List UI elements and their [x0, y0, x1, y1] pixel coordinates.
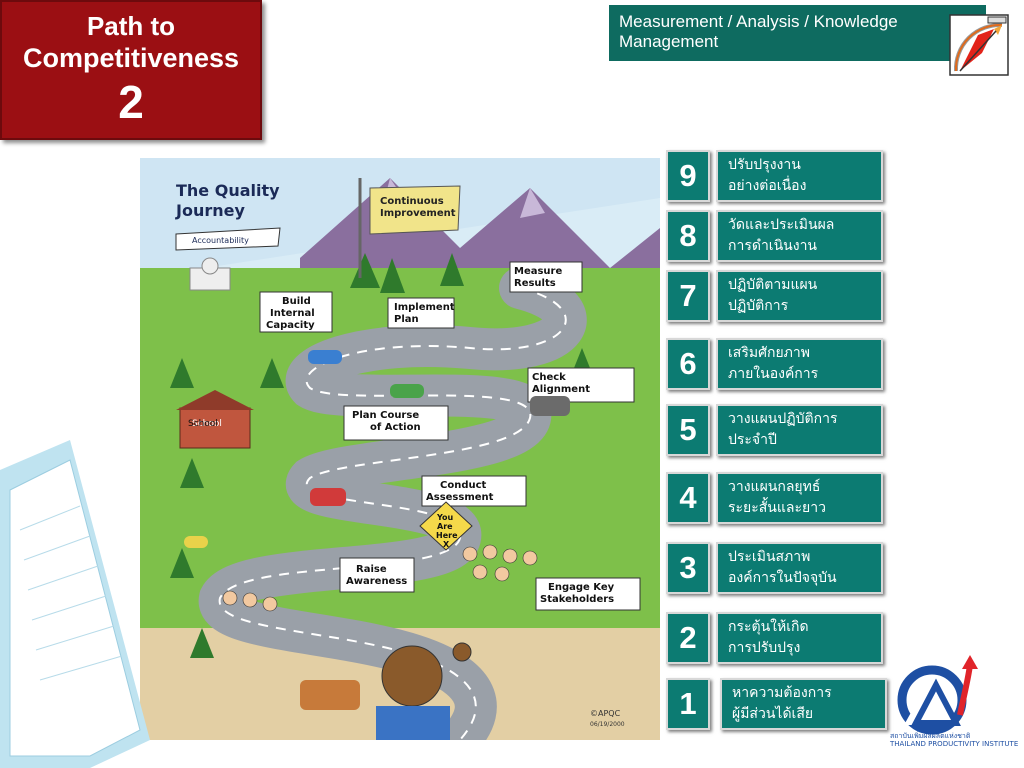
step-label: วางแผนปฏิบัติการประจำปี: [716, 404, 883, 456]
svg-text:Engage Key: Engage Key: [548, 582, 615, 593]
svg-text:Assessment: Assessment: [426, 492, 494, 503]
step-label-line-1: วัดและประเมินผล: [728, 217, 835, 233]
svg-text:Continuous: Continuous: [380, 196, 444, 207]
svg-text:Here: Here: [436, 531, 458, 540]
step-label-line-2: องค์การในปัจจุบัน: [728, 570, 837, 586]
step-label: หาความต้องการผู้มีส่วนได้เสีย: [720, 678, 887, 730]
title-number: 2: [118, 76, 144, 128]
step-number: 5: [666, 404, 710, 456]
step-label: กระตุ้นให้เกิดการปรับปรุง: [716, 612, 883, 664]
step-label-line-2: ระยะสั้นและยาว: [728, 500, 826, 516]
step-number: 2: [666, 612, 710, 664]
svg-text:Stakeholders: Stakeholders: [540, 594, 614, 605]
svg-text:Conduct: Conduct: [440, 480, 487, 491]
step-label-line-2: การดำเนินงาน: [728, 238, 818, 254]
step-label-line-2: ภายในองค์การ: [728, 366, 819, 382]
svg-text:Measure: Measure: [514, 266, 562, 277]
step-label-line-2: ประจำปี: [728, 432, 777, 448]
thailand-productivity-institute-logo: [897, 655, 978, 735]
svg-text:Build: Build: [282, 296, 311, 307]
notebook-decoration: [0, 440, 150, 768]
step-number: 8: [666, 210, 710, 262]
step-label-line-1: ปฏิบัติตามแผน: [728, 277, 818, 293]
title-line-1: Path to: [86, 11, 176, 41]
svg-text:Improvement: Improvement: [380, 208, 456, 219]
step-number: 3: [666, 542, 710, 594]
slide-title: Path to Competitiveness 2: [0, 0, 262, 140]
step-label: วางแผนกลยุทธ์ระยะสั้นและยาว: [716, 472, 883, 524]
step-label-line-2: ปฏิบัติการ: [728, 298, 789, 314]
step-label-line-2: ผู้มีส่วนได้เสีย: [732, 706, 814, 722]
title-line-2: Competitiveness: [22, 43, 240, 73]
svg-text:School: School: [192, 419, 222, 429]
logo-caption-thai: สถาบันเพิ่มผลผลิตแห่งชาติ: [890, 732, 971, 740]
step-number: 1: [666, 678, 710, 730]
svg-text:Raise: Raise: [356, 564, 387, 575]
school-sign: School: [188, 419, 218, 429]
illustration-title-line-1: The Quality: [176, 181, 280, 200]
step-label: ปรับปรุงงานอย่างต่อเนื่อง: [716, 150, 883, 202]
step-label: เสริมศักยภาพภายในองค์การ: [716, 338, 883, 390]
step-label-line-2: อย่างต่อเนื่อง: [728, 178, 807, 194]
svg-text:Check: Check: [532, 372, 566, 383]
logo-caption-english: THAILAND PRODUCTIVITY INSTITUTE: [890, 740, 1019, 748]
step-label-line-1: วางแผนกลยุทธ์: [728, 479, 821, 495]
svg-text:X: X: [443, 540, 450, 549]
header-text: Measurement / Analysis / Knowledge Manag…: [619, 12, 898, 51]
step-label: ปฏิบัติตามแผนปฏิบัติการ: [716, 270, 883, 322]
step-label-line-1: ประเมินสภาพ: [728, 549, 811, 565]
svg-text:Internal: Internal: [270, 308, 315, 319]
illustration-title-line-2: Journey: [175, 201, 245, 220]
step-number: 4: [666, 472, 710, 524]
banner-accountability: Accountability: [192, 236, 249, 245]
svg-text:Implement: Implement: [394, 302, 455, 313]
step-label-line-1: หาความต้องการ: [732, 685, 832, 701]
svg-text:Capacity: Capacity: [266, 320, 315, 331]
step-label-line-2: การปรับปรุง: [728, 640, 801, 656]
step-label: ประเมินสภาพองค์การในปัจจุบัน: [716, 542, 883, 594]
svg-text:You: You: [436, 513, 454, 522]
step-number: 9: [666, 150, 710, 202]
svg-text:06/19/2000: 06/19/2000: [590, 721, 625, 728]
svg-text:Are: Are: [437, 522, 453, 531]
step-number: 7: [666, 270, 710, 322]
step-label-line-1: เสริมศักยภาพ: [728, 345, 810, 361]
quality-journey-illustration: The Quality Journey Accountability Conti…: [140, 158, 660, 740]
logo-caption: สถาบันเพิ่มผลผลิตแห่งชาติ THAILAND PRODU…: [890, 732, 1019, 748]
svg-text:Results: Results: [514, 278, 556, 289]
step-label-line-1: ปรับปรุงงาน: [728, 157, 801, 173]
svg-text:of Action: of Action: [370, 422, 421, 433]
step-number: 6: [666, 338, 710, 390]
svg-text:©APQC: ©APQC: [590, 709, 621, 718]
step-label-line-1: กระตุ้นให้เกิด: [728, 619, 809, 635]
gauge-icon: [949, 14, 1009, 76]
step-label: วัดและประเมินผลการดำเนินงาน: [716, 210, 883, 262]
header-bar: Measurement / Analysis / Knowledge Manag…: [609, 5, 986, 61]
svg-text:Awareness: Awareness: [346, 576, 407, 587]
svg-text:Plan: Plan: [394, 314, 419, 325]
step-label-line-1: วางแผนปฏิบัติการ: [728, 411, 838, 427]
svg-text:Plan Course: Plan Course: [352, 410, 419, 421]
svg-text:Alignment: Alignment: [532, 384, 590, 395]
